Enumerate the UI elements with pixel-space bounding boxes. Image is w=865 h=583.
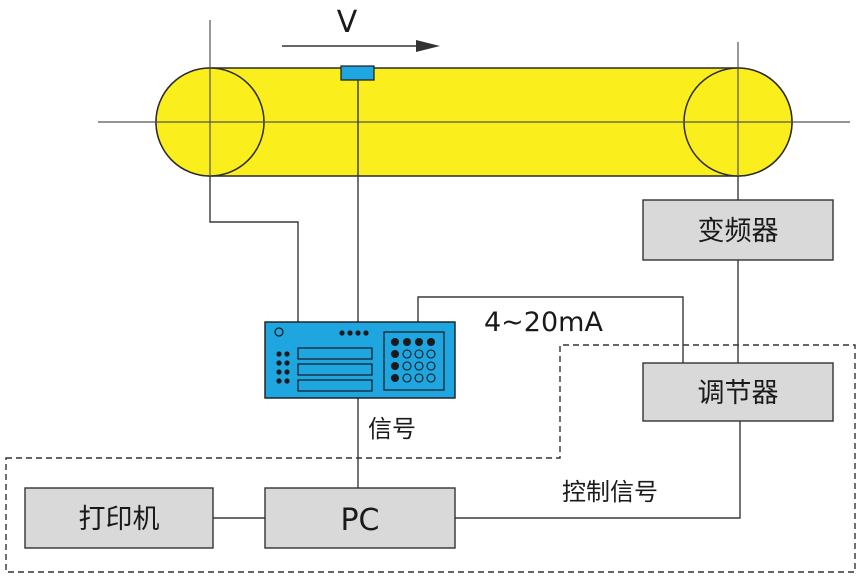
signal-label: 信号 [368, 415, 416, 443]
printer-box [24, 487, 214, 549]
speed-sensor-wire [209, 176, 299, 322]
inverter-label: 变频器 [698, 216, 779, 247]
velocity-label: V [337, 5, 358, 40]
current-signal-wire [417, 296, 684, 363]
velocity-arrowhead [416, 40, 440, 52]
inverter-box [642, 199, 834, 261]
controller-display-3 [297, 379, 373, 392]
control-signal-label: 控制信号 [562, 478, 658, 506]
weighing-controller [264, 321, 456, 399]
control-signal-wire [455, 421, 741, 519]
controller-indicator [274, 327, 284, 337]
printer-label: 打印机 [79, 504, 160, 535]
controller-display-1 [297, 347, 373, 360]
controller-display-2 [297, 363, 373, 376]
belt-sensor [340, 65, 375, 81]
regulator-label: 调节器 [698, 378, 779, 409]
regulator-box [642, 362, 834, 422]
current-signal-label: 4~20mA [484, 307, 603, 338]
control-enclosure-dashed [5, 344, 856, 573]
pc-box [264, 487, 456, 549]
pc-label: PC [340, 503, 379, 538]
